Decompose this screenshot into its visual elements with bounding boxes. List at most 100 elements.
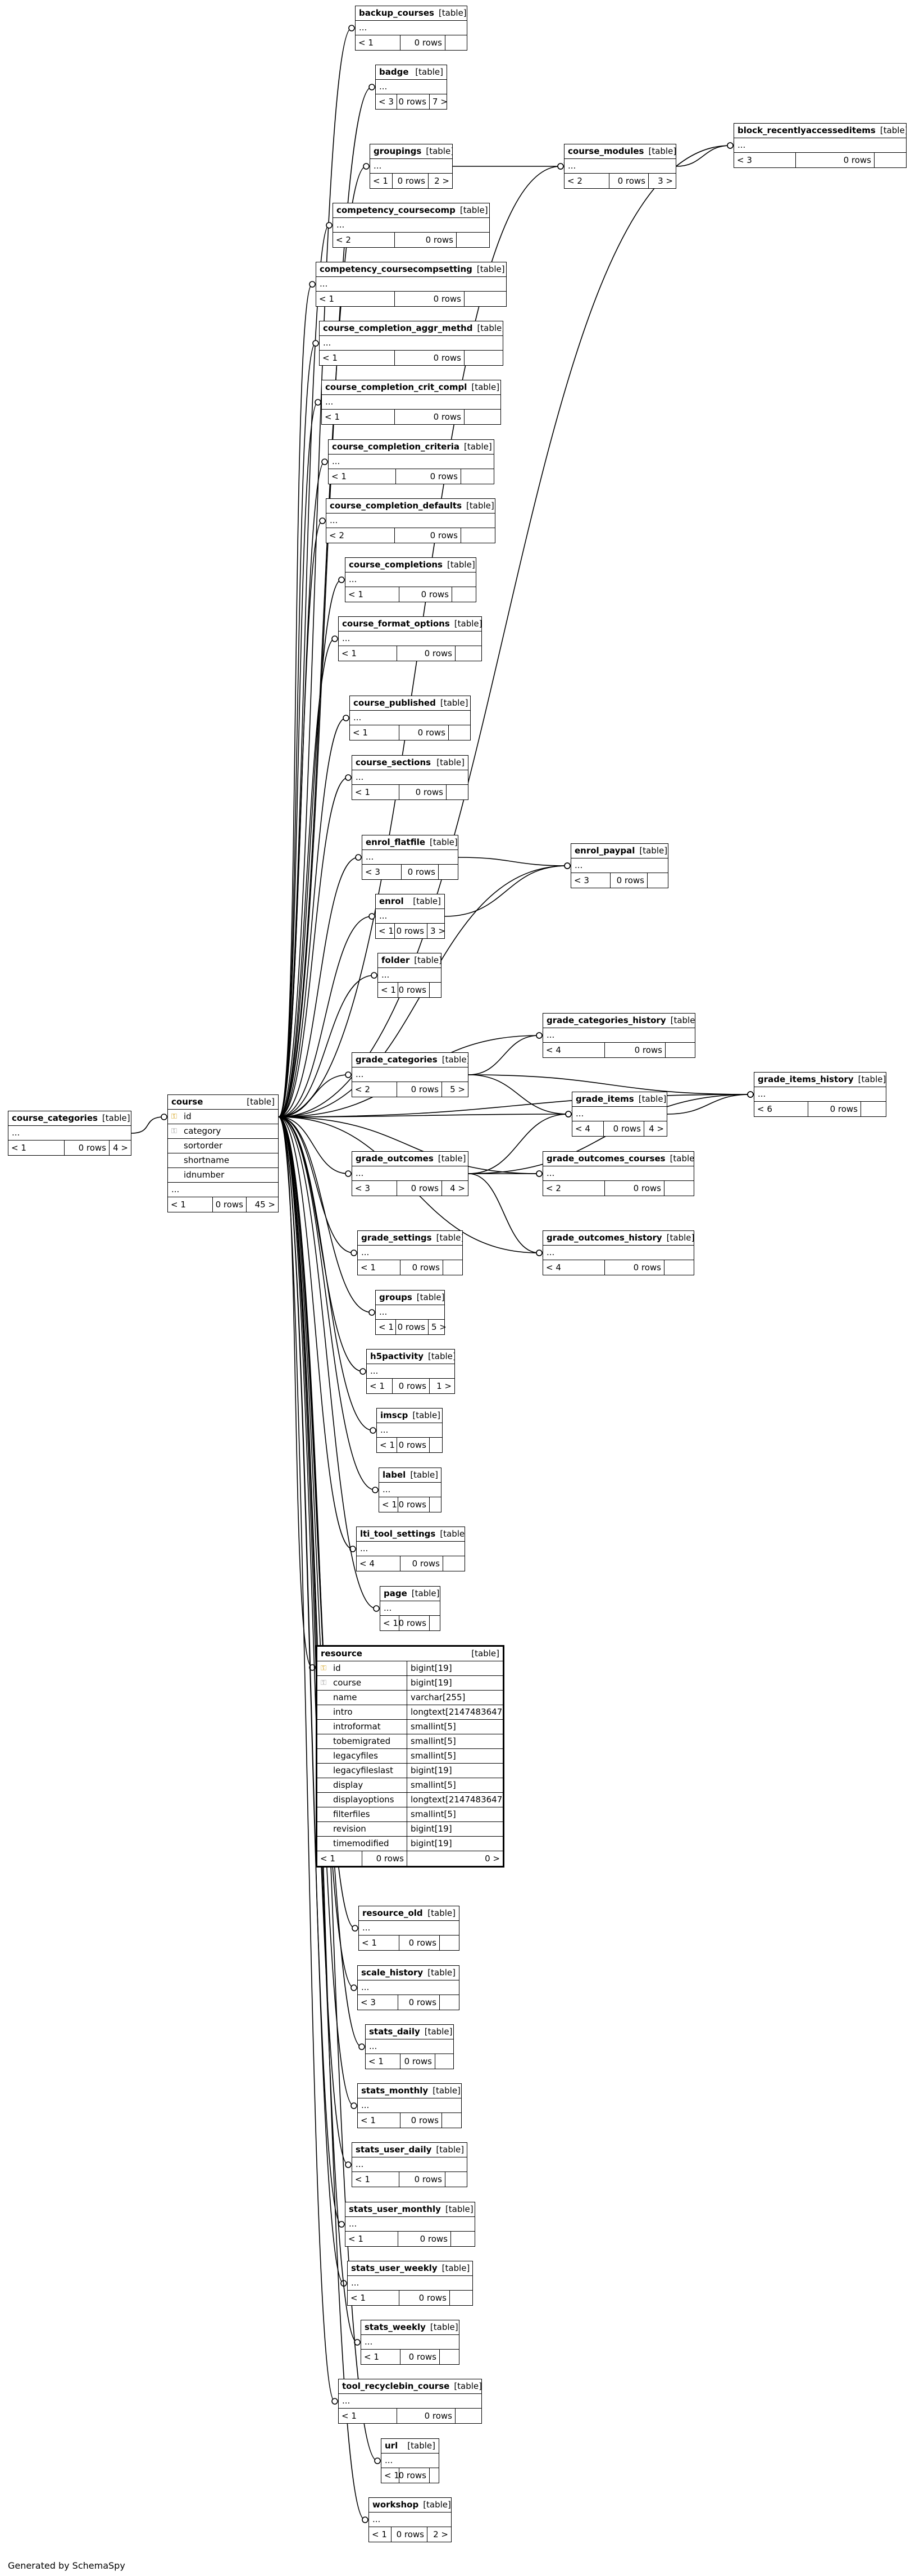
crowfoot-marker-stats-user-daily [345, 2161, 352, 2168]
relationship-line-resource [278, 1116, 313, 1668]
relationship-line-groups [278, 1116, 372, 1313]
relationship-line-competency-coursecompsetting [278, 284, 313, 1117]
crowfoot-marker-stats-daily [358, 2043, 365, 2050]
relationship-line-tool-recyclebin-course [278, 1116, 335, 2402]
crowfoot-marker-badge [368, 84, 375, 90]
relationship-line-grade-outcomes-courses [278, 1116, 540, 1174]
relationship-line-gih-to-gi [667, 1094, 751, 1115]
table-course-completion-criteria[interactable]: course_completion_criteria[table] ... < … [328, 439, 494, 484]
relationship-line-paypal-to-flatfile [458, 857, 568, 866]
table-grade-categories-history[interactable]: grade_categories_history[table] ... < 40… [543, 1013, 695, 1058]
crowfoot-marker-course-published [343, 715, 349, 721]
relationship-line-course-published [278, 717, 347, 1117]
foreign-key-icon: ⚿ [321, 1679, 326, 1687]
primary-key-icon: ⚿ [171, 1112, 177, 1121]
relationship-line-page [278, 1116, 377, 1609]
relationship-line-enrol-flatfile [278, 857, 359, 1117]
crowfoot-marker-course-completion-defaults [319, 517, 326, 524]
relationship-line-course-format-options [278, 638, 335, 1117]
crowfoot-marker-page [373, 1605, 380, 1612]
relationship-line-enrol [278, 916, 372, 1117]
relationship-line-grade-settings [278, 1116, 354, 1253]
crowfoot-marker-groupings [363, 163, 370, 170]
crowfoot-marker-resource-old [352, 1925, 358, 1932]
crowfoot-marker-paypal-to-flatfile [564, 862, 571, 869]
relationship-line-backup-courses [278, 28, 352, 1117]
table-course[interactable]: course[table] ⚿id ⚿category sortorder sh… [167, 1094, 279, 1212]
relationship-line-course-to-categories [131, 1116, 165, 1134]
crowfoot-marker-backup-courses [348, 25, 355, 31]
crowfoot-marker-h5pactivity [359, 1368, 366, 1375]
table-course-completion-aggr-methd[interactable]: course_completion_aggr_methd[table] ... … [319, 321, 503, 366]
crowfoot-marker-goc-to-go [536, 1170, 543, 1177]
crowfoot-marker-course-completion-aggr-methd [312, 340, 319, 347]
crowfoot-marker-grade-outcomes [345, 1170, 352, 1177]
crowfoot-marker-course-completions [338, 576, 345, 583]
crowfoot-marker-goh-to-go [536, 1250, 543, 1256]
relationship-line-stats-user-weekly [278, 1116, 344, 2284]
crowfoot-marker-lti-tool-settings [349, 1546, 356, 1552]
crowfoot-marker-stats-monthly [350, 2102, 357, 2109]
crowfoot-marker-course-to-categories [161, 1114, 167, 1120]
crowfoot-marker-course-completion-crit-compl [315, 399, 321, 406]
relationship-line-grade-categories [278, 1074, 349, 1117]
relationship-line-gi-to-go [468, 1114, 569, 1174]
crowfoot-marker-resource [309, 1664, 316, 1671]
relationship-line-imscp [278, 1116, 374, 1431]
relationship-line-gch-to-gc [468, 1035, 540, 1075]
crowfoot-marker-enrol-flatfile [355, 854, 362, 861]
crowfoot-marker-tool-recyclebin-course [331, 2398, 338, 2405]
table-course-completion-defaults[interactable]: course_completion_defaults[table] ... < … [326, 498, 495, 543]
table-lti-tool-settings[interactable]: lti_tool_settings[table] ... < 40 rows [356, 1526, 465, 1571]
crowfoot-marker-grade-settings [350, 1250, 357, 1256]
relationship-line-scale-history [278, 1116, 354, 1988]
table-grade-outcomes-courses[interactable]: grade_outcomes_courses[table] ... < 20 r… [543, 1151, 694, 1196]
crowfoot-marker-gih-to-go [747, 1091, 754, 1098]
table-course-completion-crit-compl[interactable]: course_completion_crit_compl[table] ... … [321, 380, 501, 425]
crowfoot-marker-folder [371, 972, 377, 979]
crowfoot-marker-scale-history [350, 1984, 357, 1991]
table-block-recentlyaccesseditems[interactable]: block_recentlyaccesseditems[table] ... <… [734, 123, 907, 168]
relationship-line-goh-to-go [468, 1173, 540, 1253]
crowfoot-marker-course-format-options [331, 635, 338, 642]
relationship-line-gi-to-gc [468, 1074, 569, 1115]
table-competency-coursecompsetting[interactable]: competency_coursecompsetting[table] ... … [316, 262, 507, 307]
